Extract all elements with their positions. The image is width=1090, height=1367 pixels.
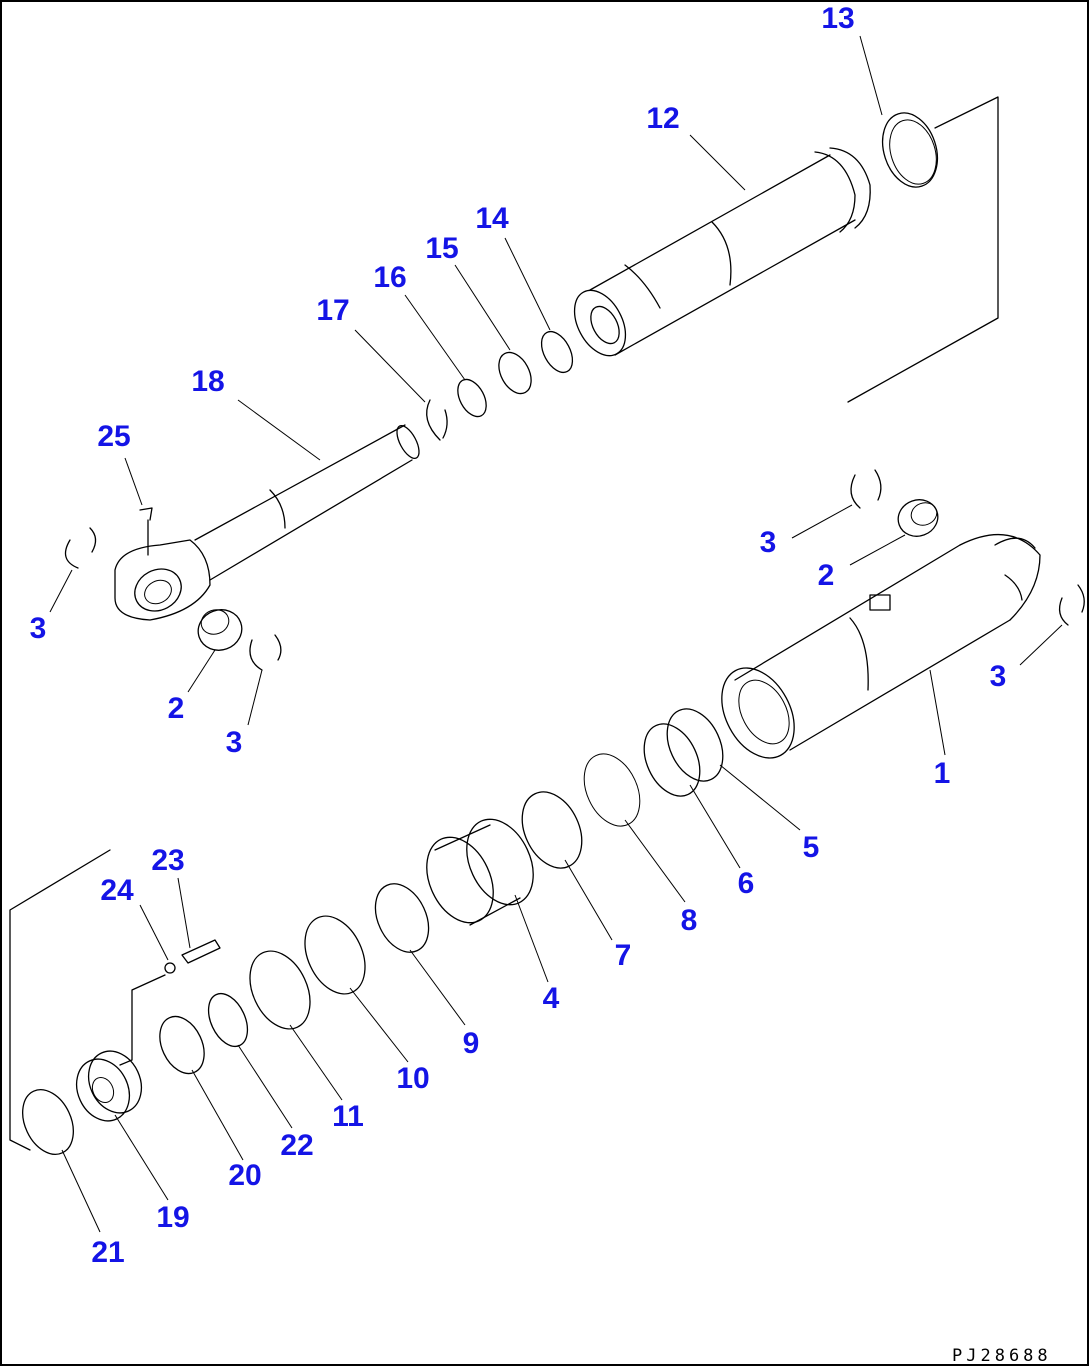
part-10-rod-packing (304, 915, 366, 995)
part-1-cylinder-tube (721, 533, 1041, 759)
part-3-snap-ring-c (850, 469, 882, 509)
label-part-22: 22 (280, 1129, 313, 1162)
leader-lines (49, 35, 1063, 1233)
part-6-o-ring (643, 723, 701, 797)
label-part-3d: 3 (990, 660, 1007, 693)
part-11-dust-seal (249, 950, 311, 1030)
part-2-bushing-right (897, 499, 939, 537)
label-part-15: 15 (425, 232, 458, 265)
part-9-buffer-ring (374, 883, 430, 953)
part-labels: 13 12 14 15 16 17 18 25 3 2 3 3 2 3 1 5 … (30, 2, 1007, 1269)
label-part-25: 25 (97, 420, 130, 453)
label-part-20: 20 (228, 1159, 261, 1192)
label-part-18: 18 (191, 365, 224, 398)
label-part-17: 17 (316, 294, 349, 327)
part-14-seal (540, 330, 574, 374)
part-19-piston (75, 1050, 143, 1122)
label-part-7: 7 (615, 939, 632, 972)
group-bracket-lower-left (9, 849, 111, 1151)
group-bracket-upper (847, 96, 999, 403)
part-25-grease-fitting (139, 507, 153, 556)
part-13-ring-inner (889, 119, 937, 185)
part-3-snap-ring-a (64, 527, 97, 569)
part-15-ring (498, 351, 532, 395)
label-part-2a: 2 (168, 692, 185, 725)
label-part-5: 5 (803, 831, 820, 864)
label-part-3b: 3 (226, 726, 243, 759)
label-part-10: 10 (396, 1062, 429, 1095)
label-part-2b: 2 (818, 559, 835, 592)
part-21-wear-ring (22, 1089, 74, 1155)
part-3-snap-ring-d (1058, 584, 1085, 626)
label-part-24: 24 (100, 874, 134, 907)
part-18-piston-rod (114, 424, 420, 621)
label-part-16: 16 (373, 261, 406, 294)
group-bracket-lower-inner (119, 974, 166, 1066)
label-part-3a: 3 (30, 612, 47, 645)
label-part-6: 6 (738, 867, 755, 900)
part-2-bushing-left (197, 609, 243, 651)
part-3-snap-ring-b (249, 634, 282, 671)
label-part-4: 4 (543, 982, 560, 1015)
part-24-ball (164, 962, 176, 974)
part-4-cylinder-head (426, 818, 534, 926)
label-part-8: 8 (681, 904, 698, 937)
part-17-snap-ring (426, 399, 448, 441)
drawing-code: PJ28688 (952, 1346, 1052, 1366)
label-part-23: 23 (151, 844, 184, 877)
label-part-9: 9 (463, 1027, 480, 1060)
label-part-12: 12 (646, 102, 679, 135)
label-part-11: 11 (332, 1100, 364, 1133)
part-13-ring (881, 112, 939, 188)
part-5-backup-ring (666, 708, 724, 782)
part-8-snap-ring (583, 753, 641, 827)
label-part-3c: 3 (760, 526, 777, 559)
part-7-bushing (521, 791, 583, 869)
part-16-ring (457, 378, 487, 418)
part-20-ring (159, 1015, 205, 1075)
part-12-sleeve (573, 147, 871, 357)
part-23-screw (181, 939, 221, 964)
label-part-14: 14 (475, 202, 509, 235)
label-part-13: 13 (821, 2, 854, 35)
label-part-1: 1 (934, 757, 951, 790)
part-22-snap-ring (207, 992, 249, 1048)
label-part-19: 19 (156, 1201, 189, 1234)
label-part-21: 21 (91, 1236, 124, 1269)
